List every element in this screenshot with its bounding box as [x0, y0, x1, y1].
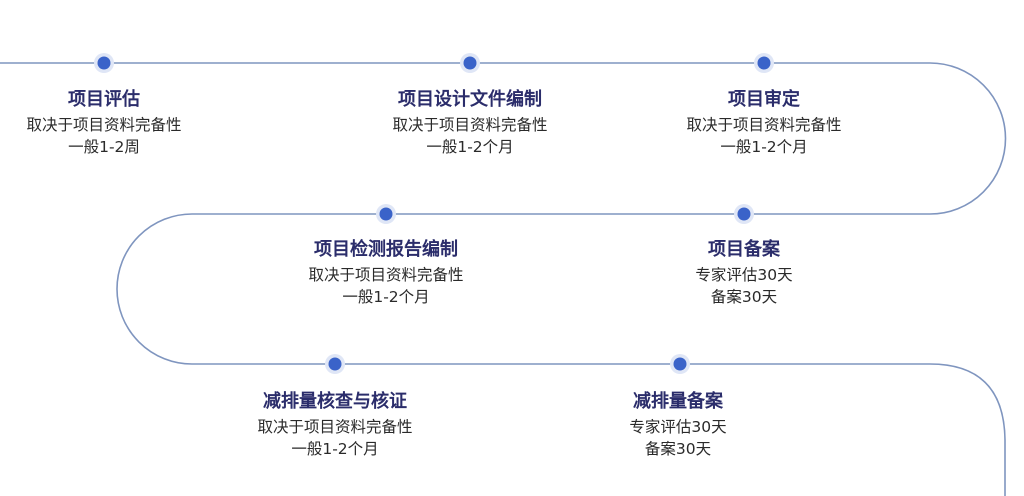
step-title: 减排量核查与核证	[262, 391, 407, 412]
step-title: 项目评估	[67, 89, 140, 110]
step-dot-1	[94, 53, 114, 73]
step-duration: 一般1-2周	[68, 138, 140, 156]
step-desc: 取决于项目资料完备性	[308, 266, 464, 284]
step-validation: 项目审定 取决于项目资料完备性 一般1-2个月	[686, 88, 841, 158]
step-dot-5	[734, 204, 754, 224]
step-dot-4	[376, 204, 396, 224]
step-duration: 一般1-2个月	[426, 138, 514, 156]
step-title: 减排量备案	[632, 391, 723, 412]
step-design-document: 项目设计文件编制 取决于项目资料完备性 一般1-2个月	[392, 88, 547, 158]
step-duration: 一般1-2个月	[291, 440, 379, 458]
step-duration: 一般1-2个月	[342, 288, 430, 306]
step-verification: 减排量核查与核证 取决于项目资料完备性 一般1-2个月	[257, 390, 412, 460]
step-title: 项目设计文件编制	[397, 89, 542, 110]
step-desc: 取决于项目资料完备性	[257, 418, 413, 436]
step-title: 项目备案	[707, 239, 780, 260]
step-desc: 专家评估30天	[695, 266, 793, 284]
step-duration: 备案30天	[644, 440, 712, 458]
step-emission-registration: 减排量备案 专家评估30天 备案30天	[629, 390, 726, 460]
step-dot-3	[754, 53, 774, 73]
step-desc: 取决于项目资料完备性	[686, 116, 842, 134]
step-dots	[94, 53, 774, 374]
step-desc: 取决于项目资料完备性	[392, 116, 548, 134]
step-desc: 专家评估30天	[629, 418, 727, 436]
step-title: 项目审定	[727, 89, 800, 110]
step-dot-2	[460, 53, 480, 73]
step-desc: 取决于项目资料完备性	[26, 116, 182, 134]
step-project-assessment: 项目评估 取决于项目资料完备性 一般1-2周	[26, 88, 181, 158]
flow-path	[0, 62, 1007, 496]
step-duration: 一般1-2个月	[720, 138, 808, 156]
step-project-registration: 项目备案 专家评估30天 备案30天	[695, 238, 792, 308]
step-monitoring-report: 项目检测报告编制 取决于项目资料完备性 一般1-2个月	[308, 238, 463, 308]
step-duration: 备案30天	[710, 288, 778, 306]
step-dot-6	[325, 354, 345, 374]
step-title: 项目检测报告编制	[313, 239, 458, 260]
step-dot-7	[670, 354, 690, 374]
